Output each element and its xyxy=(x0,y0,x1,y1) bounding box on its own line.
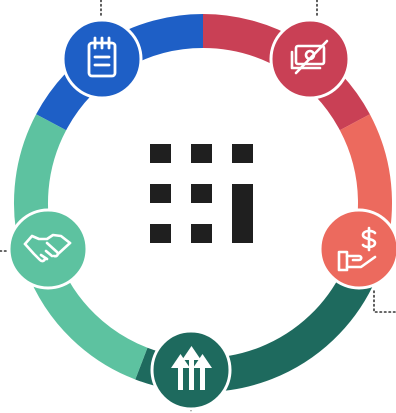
node-hand-dollar xyxy=(318,208,396,290)
handshake-icon xyxy=(23,233,72,263)
node-handshake xyxy=(7,208,89,290)
growth-arrows-icon xyxy=(171,346,212,390)
hand-dollar-icon xyxy=(337,226,377,272)
node-notepad xyxy=(61,18,143,100)
no-cash-icon xyxy=(290,39,329,75)
node-growth xyxy=(150,329,232,411)
node-no-cash xyxy=(269,18,351,100)
connector-hand-dollar xyxy=(373,290,396,313)
grid-logo-icon xyxy=(150,144,253,243)
notepad-icon xyxy=(87,36,117,78)
